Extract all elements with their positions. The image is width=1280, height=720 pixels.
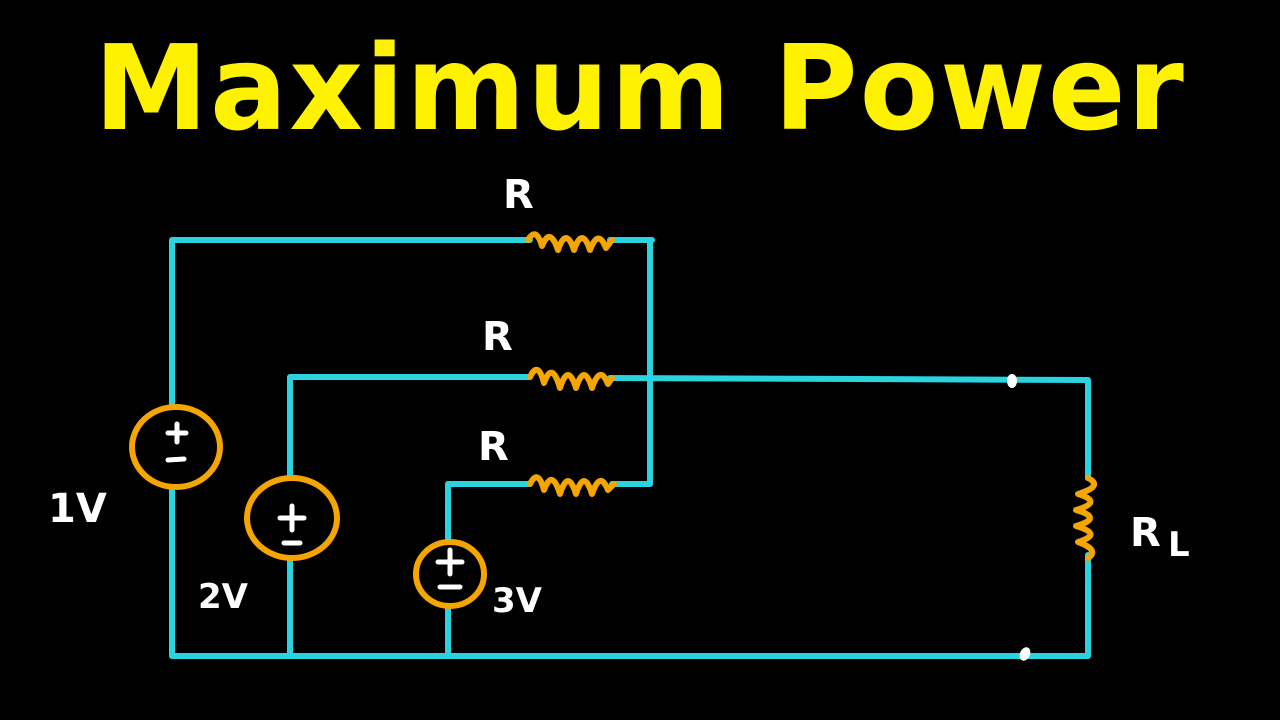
- label-rl-main: R: [1130, 510, 1161, 556]
- label-rl-sub: L: [1168, 525, 1190, 565]
- label-r3: R: [478, 424, 509, 470]
- wires: [169, 237, 1091, 659]
- plus-sign: [277, 503, 307, 533]
- terminal-a[interactable]: [1007, 374, 1017, 388]
- source-circle: [129, 404, 223, 490]
- resistor-load: [1073, 475, 1097, 561]
- wire-return: [169, 552, 1091, 659]
- wire-middle-left: [287, 374, 533, 659]
- resistor-r3: [527, 474, 617, 497]
- label-2v: 2V: [198, 577, 249, 617]
- title: Maximum Power: [94, 19, 1186, 157]
- plus-sign: [435, 547, 465, 577]
- label-r2: R: [482, 314, 513, 360]
- label-1v: 1V: [48, 486, 107, 532]
- voltage-source-2v: [244, 475, 340, 561]
- plus-sign: [165, 421, 189, 445]
- terminal-b[interactable]: [1018, 646, 1033, 663]
- voltage-source-3v: [413, 539, 487, 609]
- label-r1: R: [503, 172, 534, 218]
- label-3v: 3V: [492, 581, 543, 621]
- wire-middle-right: [607, 375, 1091, 481]
- wire-top-left: [169, 237, 533, 659]
- minus-sign: [165, 456, 187, 463]
- resistor-r1: [525, 231, 615, 253]
- resistor-r2: [527, 366, 615, 391]
- voltage-source-1v: [129, 404, 223, 490]
